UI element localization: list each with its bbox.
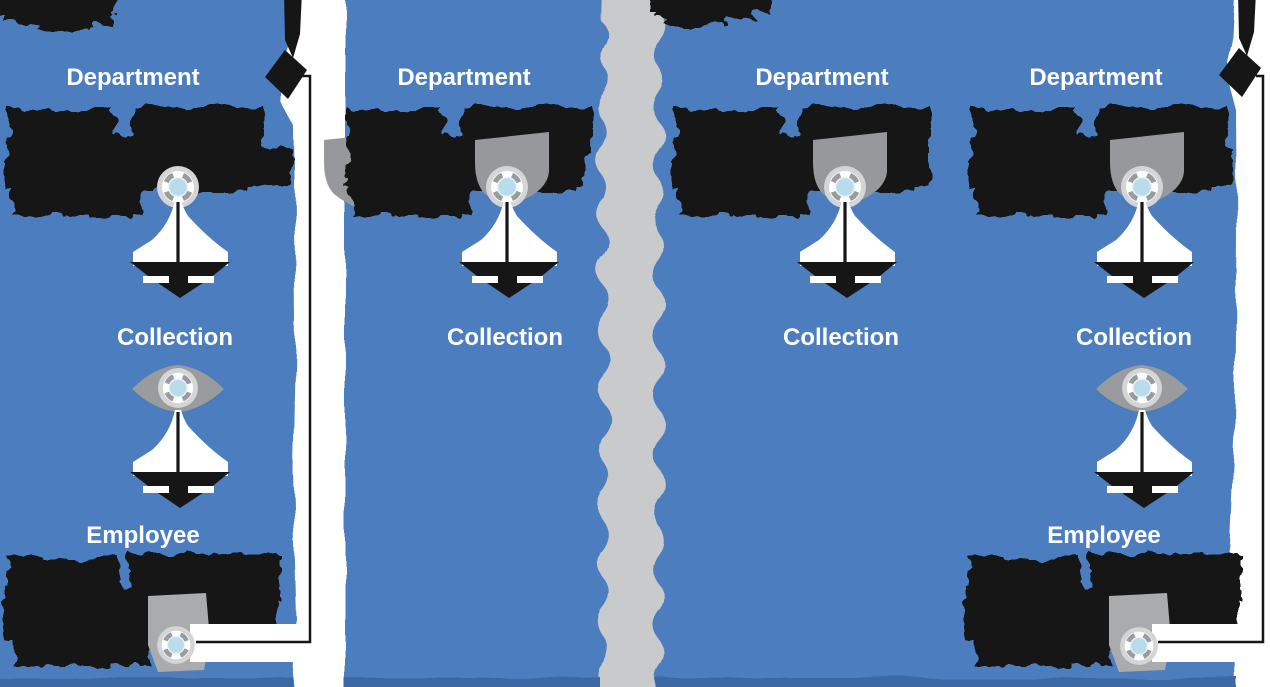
lifebuoy-marker-icon <box>157 626 195 664</box>
redacted-title-blob <box>650 0 768 26</box>
reference-arrowhead-icon <box>1219 48 1261 97</box>
department-label: Department <box>397 64 530 91</box>
employee-label: Employee <box>1047 522 1160 549</box>
reference-arrow-stem <box>1238 0 1256 56</box>
redacted-title-blob <box>0 0 118 30</box>
department-label: Department <box>755 64 888 91</box>
panel-bottom-edge <box>0 678 1238 687</box>
department-label: Department <box>66 64 199 91</box>
redacted-document-blob <box>673 106 930 216</box>
collection-label: Collection <box>447 324 563 351</box>
reference-connector-line <box>196 74 312 644</box>
lifebuoy-marker-icon <box>1120 627 1158 665</box>
collection-label: Collection <box>1076 324 1192 351</box>
collection-label: Collection <box>783 324 899 351</box>
redacted-document-blob <box>970 106 1232 216</box>
reference-connector-line <box>1158 74 1265 644</box>
reference-arrowhead-icon <box>265 50 307 99</box>
redacted-document-blob <box>6 106 292 216</box>
collection-label: Collection <box>117 324 233 351</box>
lifebuoy-marker-icon <box>158 368 198 408</box>
employee-label: Employee <box>86 522 199 549</box>
department-label: Department <box>1029 64 1162 91</box>
reference-arrow-stem <box>284 0 302 58</box>
lifebuoy-marker-icon <box>1122 368 1162 408</box>
